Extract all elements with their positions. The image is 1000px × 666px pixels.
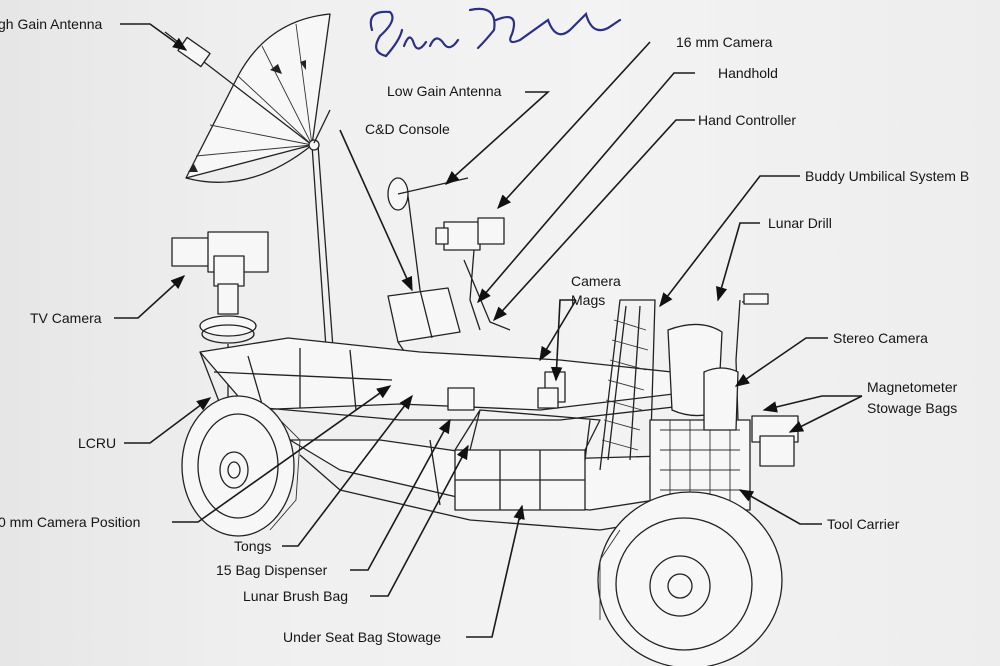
label-magnetometer-1: Magnetometer xyxy=(867,379,958,395)
high-gain-antenna-dish xyxy=(164,13,334,349)
label-tv-camera: TV Camera xyxy=(30,310,102,326)
label-16mm-camera: 16 mm Camera xyxy=(676,34,773,50)
label-magnetometer-2: Stowage Bags xyxy=(867,400,957,416)
label-under-seat: Under Seat Bag Stowage xyxy=(283,629,441,645)
label-handhold: Handhold xyxy=(718,65,778,81)
chassis xyxy=(199,337,725,531)
rover-drawing xyxy=(164,13,799,666)
label-low-gain-antenna: Low Gain Antenna xyxy=(387,83,502,99)
seat-frame xyxy=(599,299,656,471)
rear-payload xyxy=(649,293,799,511)
label-high-gain-antenna: gh Gain Antenna xyxy=(0,16,103,32)
label-hand-controller: Hand Controller xyxy=(698,112,796,128)
front-left-wheel xyxy=(181,395,301,537)
label-camera-mags-1: Camera xyxy=(571,273,621,289)
label-camera-position: 0 mm Camera Position xyxy=(0,514,140,530)
label-lunar-drill: Lunar Drill xyxy=(768,215,832,231)
label-cd-console: C&D Console xyxy=(365,121,450,137)
label-tool-carrier: Tool Carrier xyxy=(827,516,900,532)
callout-leaders xyxy=(114,23,863,638)
label-buddy-umbilical: Buddy Umbilical System B xyxy=(805,168,969,184)
label-camera-mags-2: Mags xyxy=(571,292,605,308)
callout-labels: gh Gain Antenna Low Gain Antenna C&D Con… xyxy=(0,16,969,645)
label-lcru: LCRU xyxy=(78,435,116,451)
label-lunar-brush-bag: Lunar Brush Bag xyxy=(243,588,348,604)
label-bag-dispenser: 15 Bag Dispenser xyxy=(216,562,328,578)
label-stereo-camera: Stereo Camera xyxy=(833,330,928,346)
console-mast-parts xyxy=(387,177,511,361)
rear-wheel xyxy=(597,491,783,666)
tv-camera-unit xyxy=(171,231,269,398)
autograph-signature xyxy=(369,7,622,58)
label-tongs: Tongs xyxy=(234,538,271,554)
